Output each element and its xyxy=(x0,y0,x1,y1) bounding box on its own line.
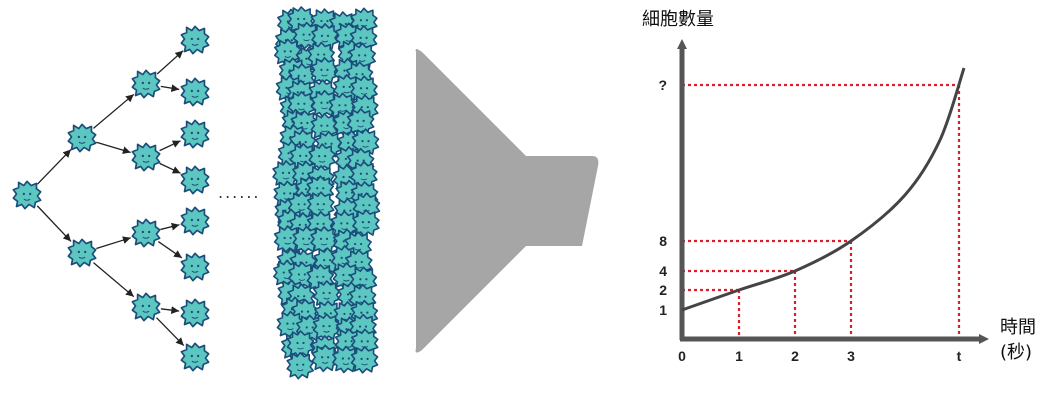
x-tick-label: 0 xyxy=(678,348,686,364)
division-arrow xyxy=(160,306,180,314)
tick-labels: 0 1 2 3 t 1 2 4 8? xyxy=(658,77,961,364)
x-axis-title-line2: (秒) xyxy=(1000,342,1032,363)
bacterium-cell-icon xyxy=(67,238,97,268)
y-tick-label: 1 xyxy=(659,302,667,318)
bacterium-cell-icon xyxy=(131,69,161,99)
bacterium-cell-icon xyxy=(131,142,161,172)
division-arrow xyxy=(96,141,131,154)
division-arrow xyxy=(156,317,185,347)
growth-curve xyxy=(681,67,966,312)
cell-cluster xyxy=(272,6,381,380)
y-tick-label: 2 xyxy=(659,282,667,298)
division-arrow xyxy=(93,93,135,129)
division-arrow xyxy=(159,162,181,174)
x-axis-title-line1: 時間 xyxy=(1000,317,1036,338)
bacterium-cell-icon xyxy=(180,252,210,282)
division-arrow xyxy=(159,140,181,152)
division-arrow xyxy=(157,241,183,259)
division-arrow xyxy=(36,205,72,242)
bacterium-cell-icon xyxy=(180,165,210,195)
bacterium-cell-icon xyxy=(67,123,97,153)
ellipsis-dots: ...... xyxy=(218,183,261,202)
bacterium-cell-icon xyxy=(12,180,42,210)
guide-lines xyxy=(682,83,961,339)
division-arrow xyxy=(160,84,180,93)
bacterium-cell-icon xyxy=(180,206,210,236)
x-tick-label: t xyxy=(957,348,962,364)
division-arrow xyxy=(36,149,72,185)
x-tick-label: 3 xyxy=(847,348,855,364)
division-arrows xyxy=(36,50,185,347)
bacterium-cell-icon xyxy=(180,119,210,149)
division-arrow xyxy=(96,236,131,250)
x-tick-label: 2 xyxy=(791,348,799,364)
bacterium-cell-icon xyxy=(131,218,161,248)
division-arrow xyxy=(156,50,184,75)
bacterium-cell-icon xyxy=(180,25,210,55)
exponential-growth-chart: 0 1 2 3 t 1 2 4 8? 細胞數量 時間 (秒) xyxy=(642,9,1036,364)
y-tick-label: 8 xyxy=(659,233,667,249)
division-arrow xyxy=(93,262,135,298)
bacterium-cell-icon xyxy=(180,77,210,107)
bacterium-cell-icon xyxy=(180,342,210,372)
bacterium-cell-icon xyxy=(131,292,161,322)
x-tick-label: 1 xyxy=(735,348,743,364)
y-tick-label: ? xyxy=(658,77,667,93)
cell-division-tree xyxy=(12,25,210,372)
y-tick-label: 4 xyxy=(659,263,667,279)
funnel-icon xyxy=(415,49,599,353)
y-axis-title: 細胞數量 xyxy=(642,9,714,30)
division-cells xyxy=(12,25,210,372)
division-arrow xyxy=(160,222,180,231)
bacterium-cell-icon xyxy=(180,298,210,328)
